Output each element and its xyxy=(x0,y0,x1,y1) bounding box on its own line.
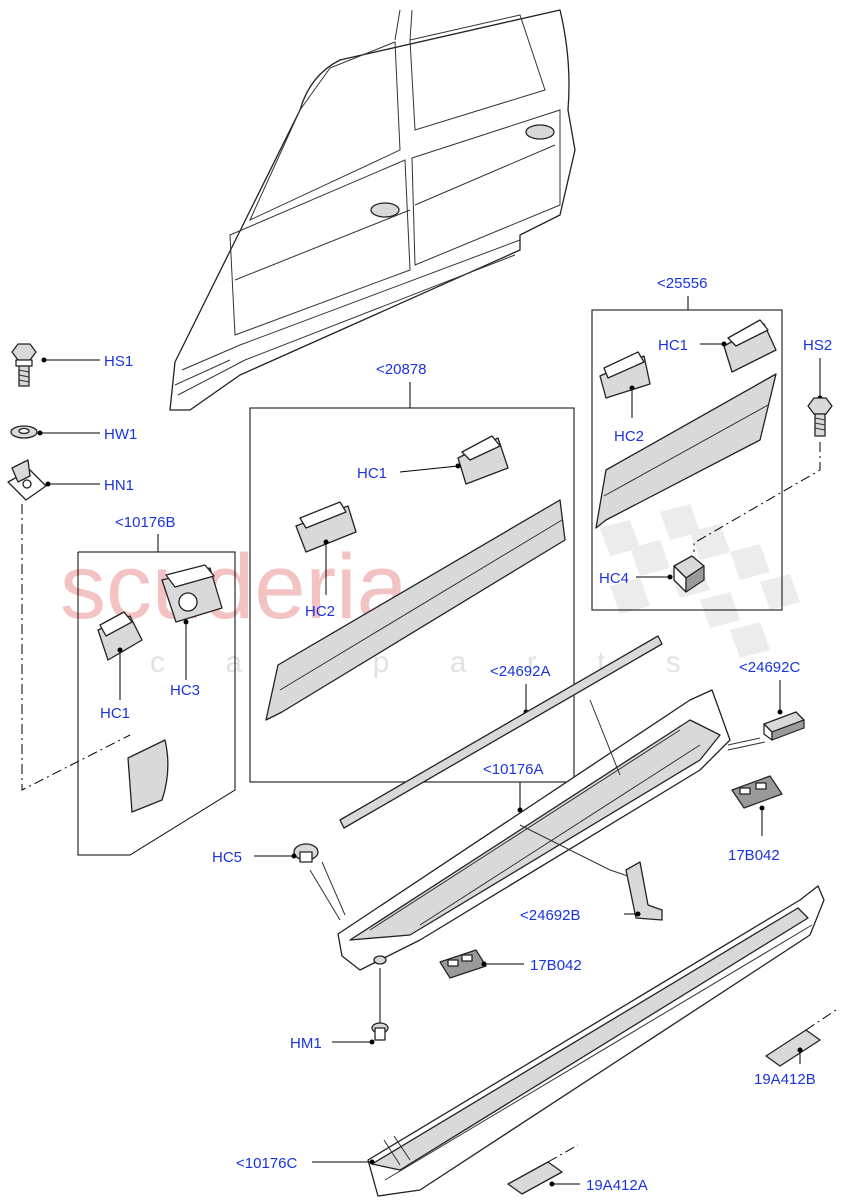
end-cap-left xyxy=(127,739,169,813)
label-25556[interactable]: <25556 xyxy=(657,275,707,292)
label-17b042-mid[interactable]: 17B042 xyxy=(530,957,582,974)
watermark: scuderia c a r p a r t s xyxy=(60,504,800,679)
group-19a412b: 19A412B xyxy=(754,1009,837,1088)
group-10176a: <10176A xyxy=(309,689,766,1030)
hc3-clip: HC3 xyxy=(161,564,223,699)
label-hw1[interactable]: HW1 xyxy=(104,426,137,443)
hs2-bolt: HS2 xyxy=(803,337,833,437)
vehicle-body-illustration xyxy=(169,9,576,411)
label-24692a[interactable]: <24692A xyxy=(490,663,550,680)
hs1-assembly-line xyxy=(21,504,131,791)
hw1-leader: HW1 xyxy=(37,426,137,443)
label-hm1[interactable]: HM1 xyxy=(290,1035,322,1052)
group-10176b: <10176B HC3 HC1 xyxy=(77,514,236,856)
hc2-clip-mid: HC2 xyxy=(295,501,357,620)
hc1-clip-right: HC1 xyxy=(658,319,777,373)
label-hs1[interactable]: HS1 xyxy=(104,353,133,370)
label-hc2-right[interactable]: HC2 xyxy=(614,428,644,445)
label-hc3-left[interactable]: HC3 xyxy=(170,682,200,699)
group-19a412a: 19A412A xyxy=(507,1144,648,1195)
door-moulding-rear xyxy=(595,373,777,529)
label-20878[interactable]: <20878 xyxy=(376,361,426,378)
label-10176b[interactable]: <10176B xyxy=(115,514,175,531)
hc5-clip: HC5 xyxy=(212,843,319,866)
group-17b042-mid: 17B042 xyxy=(439,949,582,979)
label-24692c[interactable]: <24692C xyxy=(739,659,800,676)
label-10176c[interactable]: <10176C xyxy=(236,1155,297,1172)
group-17b042-right: 17B042 xyxy=(728,775,783,864)
hw1-washer xyxy=(10,425,38,439)
label-hc1-mid[interactable]: HC1 xyxy=(357,465,387,482)
label-hs2[interactable]: HS2 xyxy=(803,337,832,354)
hs2-assembly-line xyxy=(693,442,821,552)
group-24692c: <24692C xyxy=(739,659,805,741)
label-17b042-right[interactable]: 17B042 xyxy=(728,847,780,864)
label-hc1-right[interactable]: HC1 xyxy=(658,337,688,354)
checkered-flag-watermark xyxy=(600,504,800,658)
label-hc1-left[interactable]: HC1 xyxy=(100,705,130,722)
group-25556: <25556 HC1 HC2 HC4 xyxy=(591,275,821,611)
group-20878: <20878 HC1 HC2 xyxy=(249,361,575,783)
label-hc4[interactable]: HC4 xyxy=(599,570,629,587)
hs1-leader: HS1 xyxy=(41,353,133,370)
hs1-bolt xyxy=(11,343,37,387)
label-hn1[interactable]: HN1 xyxy=(104,477,134,494)
hc2-clip-right: HC2 xyxy=(599,351,651,445)
label-19a412b[interactable]: 19A412B xyxy=(754,1071,816,1088)
hc4-clip: HC4 xyxy=(599,555,705,593)
group-10176c: <10176C xyxy=(236,885,825,1197)
label-10176a[interactable]: <10176A xyxy=(483,761,543,778)
hc1-clip-mid: HC1 xyxy=(357,435,509,485)
hn1-nut xyxy=(7,459,47,501)
label-19a412a[interactable]: 19A412A xyxy=(586,1177,648,1194)
hm1-clip: HM1 xyxy=(290,1022,389,1052)
hc1-clip-left: HC1 xyxy=(97,611,143,722)
group-24692b: <24692B xyxy=(520,861,663,924)
label-24692b[interactable]: <24692B xyxy=(520,907,580,924)
door-moulding-front xyxy=(265,499,566,721)
group-24692a: <24692A xyxy=(339,635,663,829)
label-hc2-mid[interactable]: HC2 xyxy=(305,603,335,620)
hn1-leader: HN1 xyxy=(45,477,134,494)
label-hc5[interactable]: HC5 xyxy=(212,849,242,866)
